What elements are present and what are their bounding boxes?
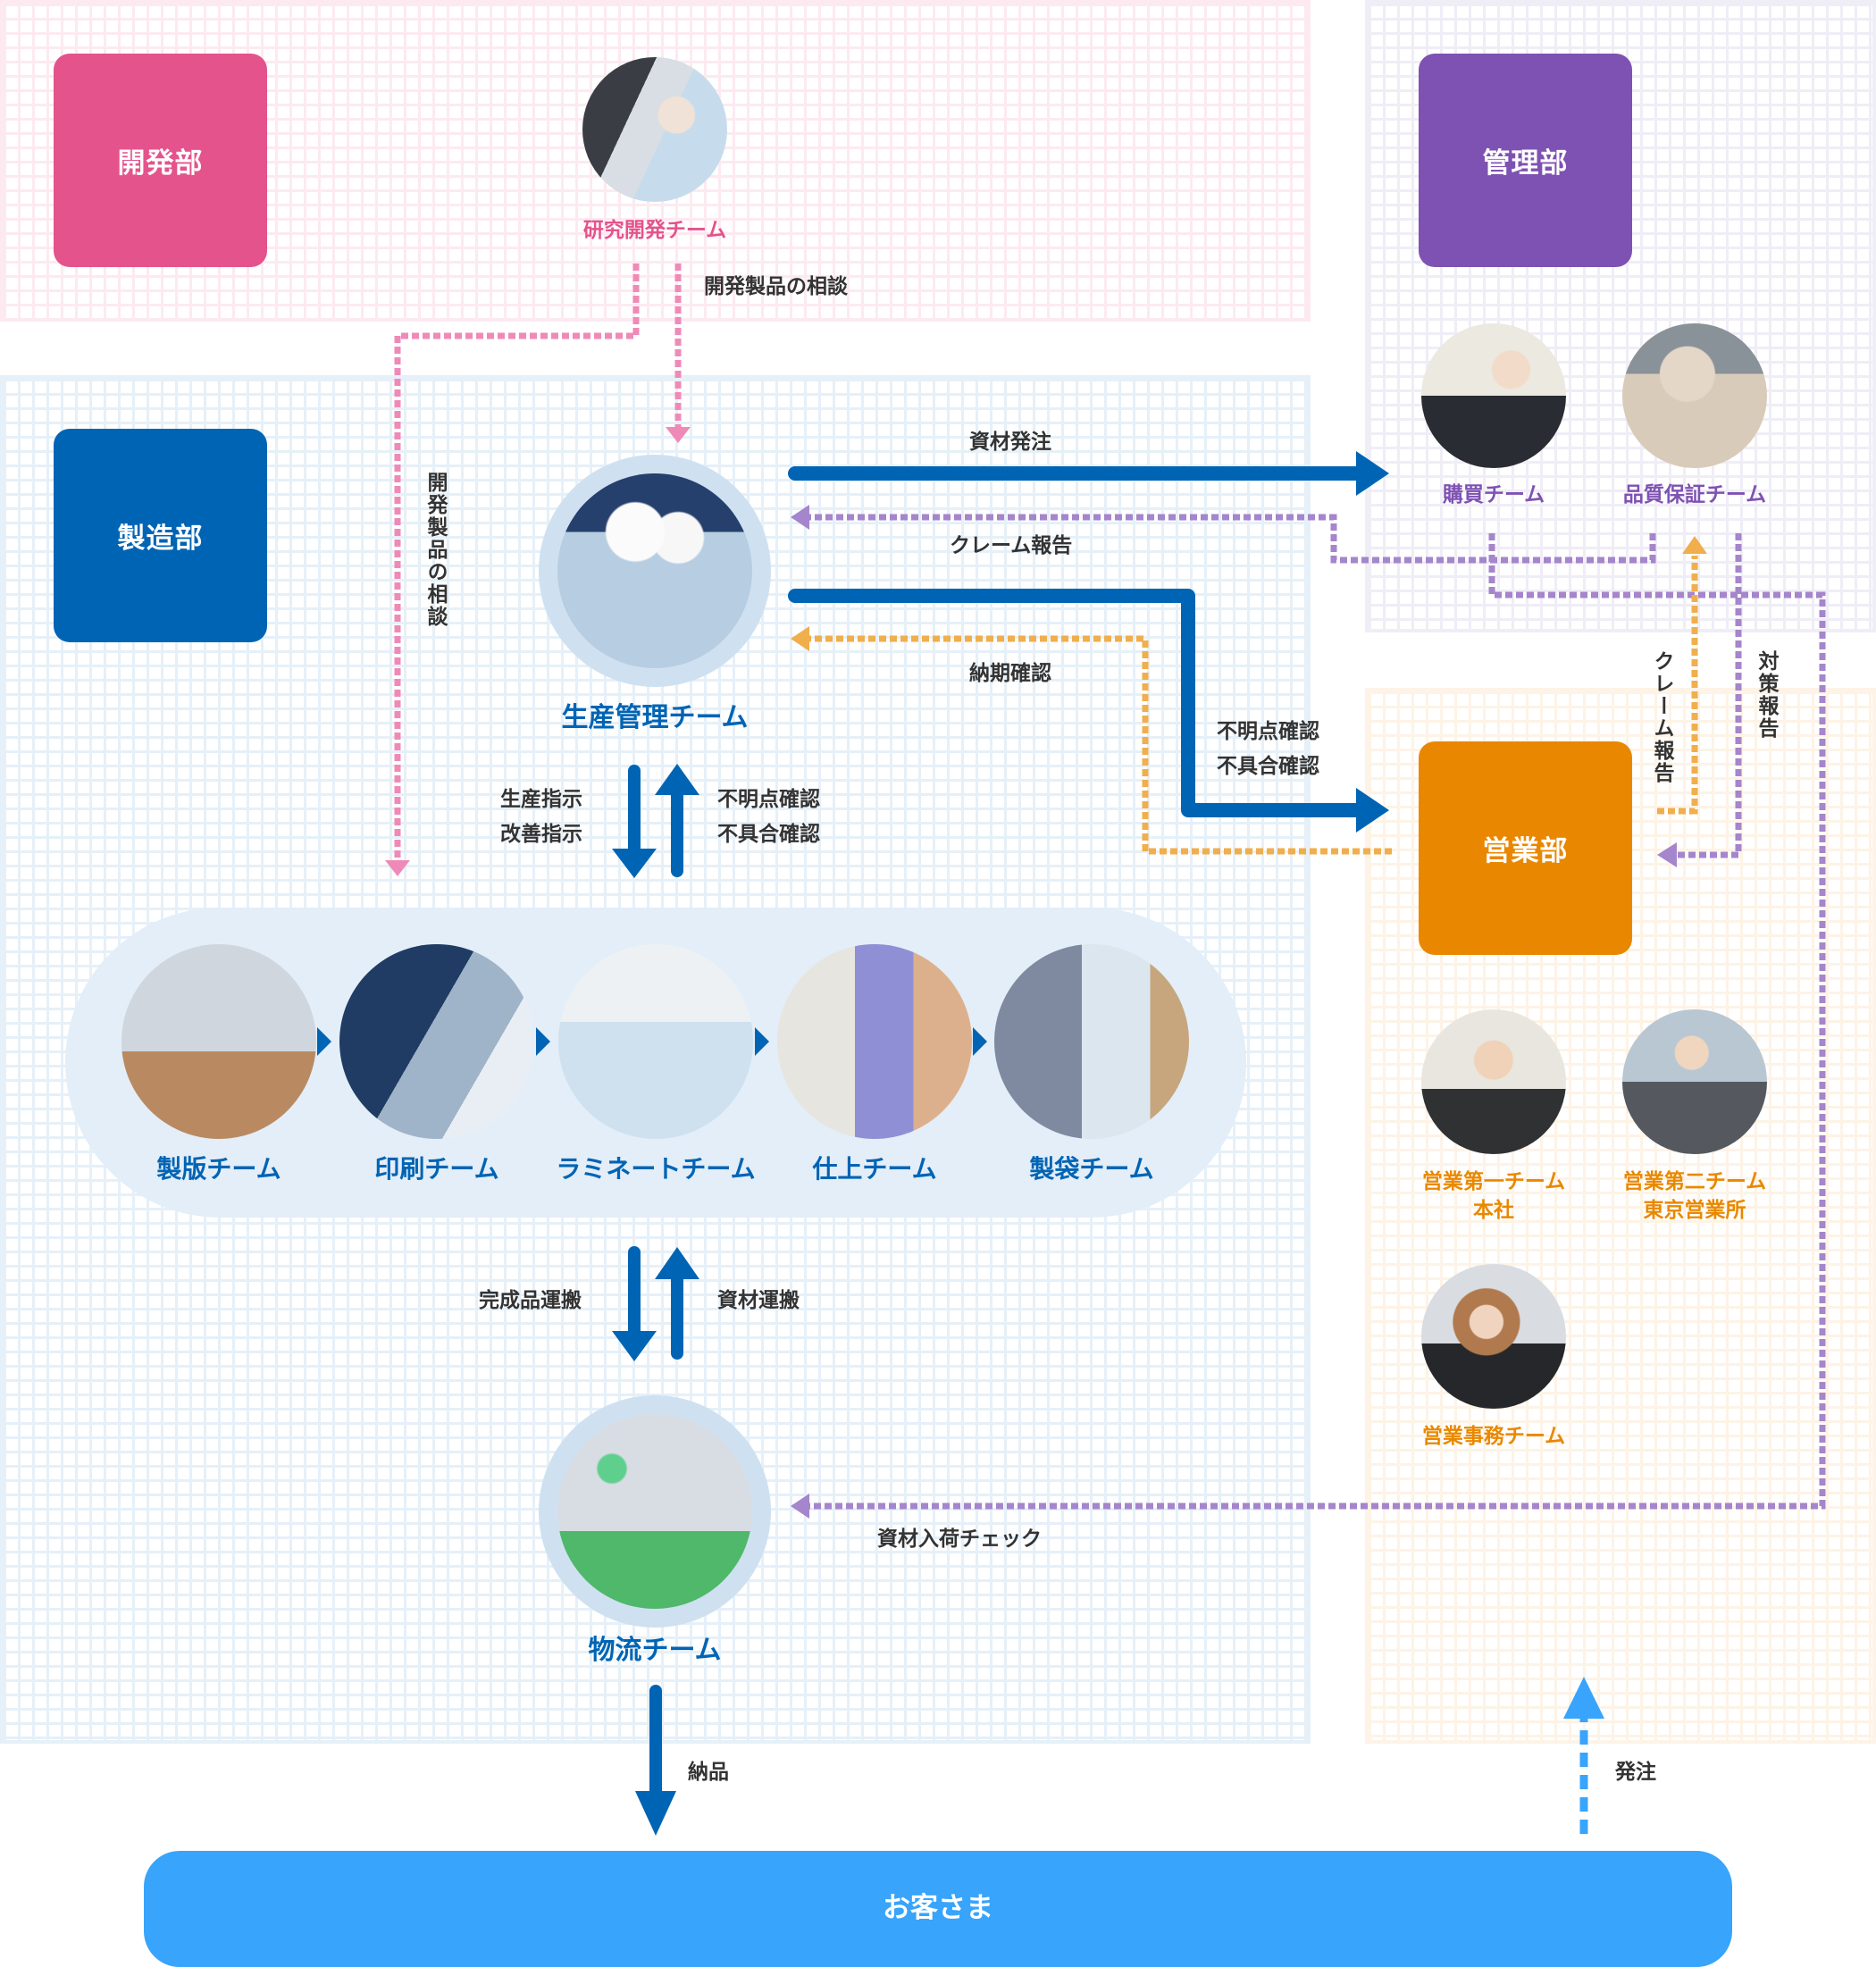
instruction-down-arrowhead <box>612 849 657 878</box>
sales1-label-line1: 営業第一チーム <box>1421 1170 1566 1193</box>
dev-consult-arrowhead-left <box>385 860 410 876</box>
claim-report-label: クレーム報告 <box>950 534 1073 557</box>
delivery-confirm-label: 納期確認 <box>969 662 1051 685</box>
material-arrival-arrowhead <box>791 1494 809 1519</box>
dev-consult-label-right: 開発製品の相談 <box>704 275 848 298</box>
process-photo-bagmaking <box>994 944 1189 1139</box>
confirm-up-labels: 不明点確認 不具合確認 <box>717 783 820 852</box>
defect-confirm-label-1: 不具合確認 <box>1217 755 1319 779</box>
dept-mfg[interactable]: 製造部 <box>54 429 267 642</box>
delivery-label: 納品 <box>688 1761 729 1784</box>
sales-office-label: 営業事務チーム <box>1421 1425 1566 1448</box>
purchasing-photo <box>1421 323 1566 468</box>
qa-photo <box>1622 323 1767 468</box>
material-order-label: 資材発注 <box>969 431 1051 454</box>
rnd-photo <box>582 57 727 202</box>
process-photo-platemaking <box>121 944 316 1139</box>
unclear-confirm-label-1: 不明点確認 <box>1217 720 1319 743</box>
confirm-to-sales-line <box>788 589 1365 817</box>
dev-consult-arrowhead-right <box>666 427 691 443</box>
rnd-label: 研究開発チーム <box>582 219 727 242</box>
order-label: 発注 <box>1615 1761 1656 1784</box>
customer-bar[interactable]: お客さま <box>144 1851 1732 1967</box>
production-instruction-label: 生産指示 <box>500 788 582 811</box>
process-label-printing: 印刷チーム <box>374 1154 499 1184</box>
logistics-label: 物流チーム <box>588 1635 722 1666</box>
countermeasure-line <box>1675 533 1742 858</box>
purchasing-label: 購買チーム <box>1442 483 1545 506</box>
production-control-label: 生産管理チーム <box>561 702 749 733</box>
sales1-photo <box>1421 1009 1566 1154</box>
production-control-photo <box>557 473 752 668</box>
dev-consult-line-left <box>394 264 640 862</box>
process-photo-finishing <box>777 944 972 1139</box>
dept-mgmt-label: 管理部 <box>1482 147 1569 180</box>
dept-mfg-label: 製造部 <box>117 523 204 555</box>
delivery-confirm-arrowhead <box>791 626 809 651</box>
material-up-arrowhead <box>655 1247 699 1279</box>
sales1-label: 営業第一チーム 本社 <box>1422 1168 1565 1225</box>
process-chevron-4 <box>973 1027 987 1056</box>
sales-claim-line <box>1657 556 1698 815</box>
finished-goods-arrowhead <box>612 1331 657 1361</box>
claim-report-line <box>808 514 1656 564</box>
process-label-platemaking: 製版チーム <box>156 1154 281 1184</box>
material-transport-label: 資材運搬 <box>717 1289 800 1312</box>
sales-claim-report-label: クレーム報告 <box>1650 650 1673 784</box>
qa-label: 品質保証チーム <box>1622 483 1767 506</box>
dept-sales[interactable]: 営業部 <box>1419 741 1632 955</box>
material-order-arrowhead <box>1356 451 1389 496</box>
sales2-label-line2: 東京営業所 <box>1643 1199 1746 1223</box>
process-photo-laminate <box>558 944 753 1139</box>
confirm-to-sales-arrowhead <box>1356 788 1389 833</box>
process-chevron-2 <box>536 1027 550 1056</box>
material-arrival-check-label: 資材入荷チェック <box>877 1528 1042 1551</box>
dept-dev-label: 開発部 <box>117 147 204 180</box>
claim-report-arrowhead <box>791 505 809 530</box>
dept-mgmt[interactable]: 管理部 <box>1419 54 1632 267</box>
process-chevron-3 <box>755 1027 769 1056</box>
sales-claim-arrowhead <box>1682 536 1707 554</box>
logistics-photo <box>557 1414 752 1609</box>
unclear-confirm-label-2: 不明点確認 <box>717 788 820 811</box>
process-chevron-1 <box>317 1027 331 1056</box>
process-photo-printing <box>339 944 534 1139</box>
customer-label: お客さま <box>883 1891 993 1924</box>
order-arrowhead <box>1563 1677 1604 1719</box>
dev-consult-label-left: 開発製品の相談 <box>423 472 447 628</box>
sales2-label-line1: 営業第二チーム <box>1622 1170 1767 1193</box>
instruction-labels: 生産指示 改善指示 <box>500 783 582 852</box>
process-label-finishing: 仕上チーム <box>812 1154 937 1184</box>
delivery-confirm-line <box>808 635 1392 855</box>
material-arrival-line <box>808 533 1826 1510</box>
delivery-arrowhead <box>635 1791 676 1836</box>
dept-dev[interactable]: 開発部 <box>54 54 267 267</box>
improvement-instruction-label: 改善指示 <box>500 823 582 847</box>
confirm-up-arrowhead <box>655 764 699 795</box>
confirm-to-sales-label: 不明点確認 不具合確認 <box>1217 715 1319 784</box>
defect-confirm-label-2: 不具合確認 <box>717 823 820 847</box>
finished-goods-transport-label: 完成品運搬 <box>479 1289 582 1312</box>
process-label-bagmaking: 製袋チーム <box>1029 1154 1154 1184</box>
sales-office-photo <box>1421 1264 1566 1409</box>
sales2-photo <box>1622 1009 1767 1154</box>
countermeasure-report-label: 対策報告 <box>1755 650 1778 740</box>
countermeasure-arrowhead <box>1657 842 1677 867</box>
sales1-label-line2: 本社 <box>1473 1199 1514 1223</box>
sales2-label: 営業第二チーム 東京営業所 <box>1623 1168 1766 1225</box>
process-label-laminate: ラミネートチーム <box>556 1154 756 1184</box>
dept-sales-label: 営業部 <box>1482 835 1569 867</box>
